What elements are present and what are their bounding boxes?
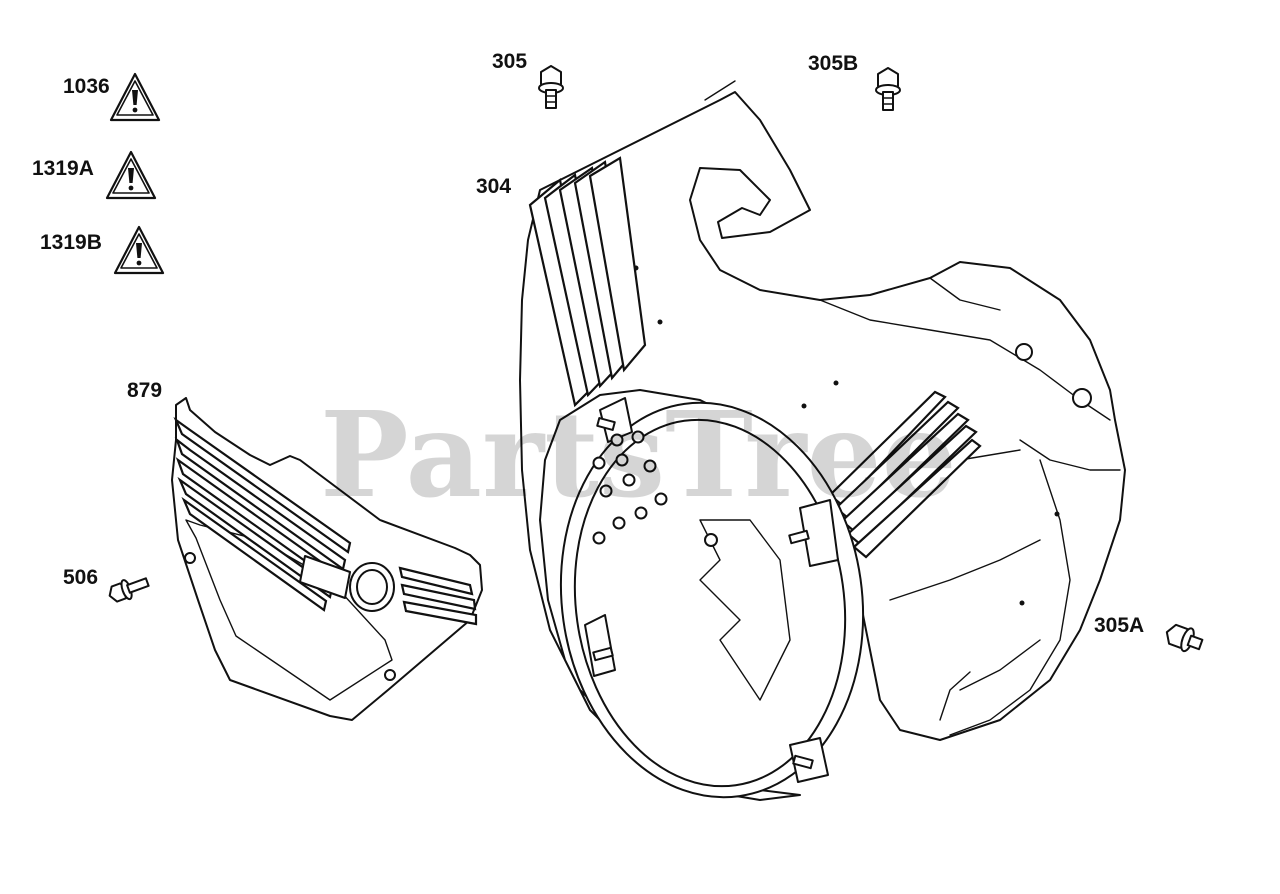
vent-holes [592, 430, 718, 547]
hex-screw-icon [1165, 623, 1204, 653]
callout-1036: 1036 [63, 75, 110, 98]
callout-879: 879 [127, 379, 162, 402]
hex-screw-icon [538, 65, 564, 109]
callout-1319A: 1319A [32, 157, 94, 180]
ring-tab-top [596, 397, 633, 443]
warning-triangle-icon [109, 72, 161, 122]
ring-tab-right [788, 499, 839, 567]
ring-tab-left [584, 614, 616, 677]
warning-label-1319A[interactable]: 1319A [32, 150, 157, 200]
screw-305A[interactable]: 305A [1094, 614, 1205, 656]
callout-305A: 305A [1094, 614, 1144, 637]
callout-304: 304 [476, 175, 511, 198]
cover-879[interactable]: 879 [127, 379, 483, 721]
callout-305: 305 [492, 50, 527, 73]
watermark-text: PartsTree [320, 385, 957, 524]
ring-tab-bottom [789, 737, 829, 783]
hex-screw-icon [108, 577, 150, 603]
screw-305[interactable]: 305 [492, 50, 564, 109]
screw-506[interactable]: 506 [63, 566, 151, 605]
warning-triangle-icon [105, 150, 157, 200]
warning-label-1036[interactable]: 1036 [63, 72, 161, 122]
housing-cooling-fins [528, 156, 647, 408]
housing-side-fins [828, 390, 982, 559]
cover-fins [173, 416, 478, 626]
callout-506: 506 [63, 566, 98, 589]
blower-housing-304[interactable]: 304 [476, 80, 1126, 817]
warning-triangle-icon [113, 225, 165, 275]
warning-label-1319B[interactable]: 1319B [40, 225, 165, 275]
screw-305B[interactable]: 305B [808, 52, 901, 111]
hex-screw-icon [875, 67, 901, 111]
callout-1319B: 1319B [40, 231, 102, 254]
callout-305B: 305B [808, 52, 858, 75]
